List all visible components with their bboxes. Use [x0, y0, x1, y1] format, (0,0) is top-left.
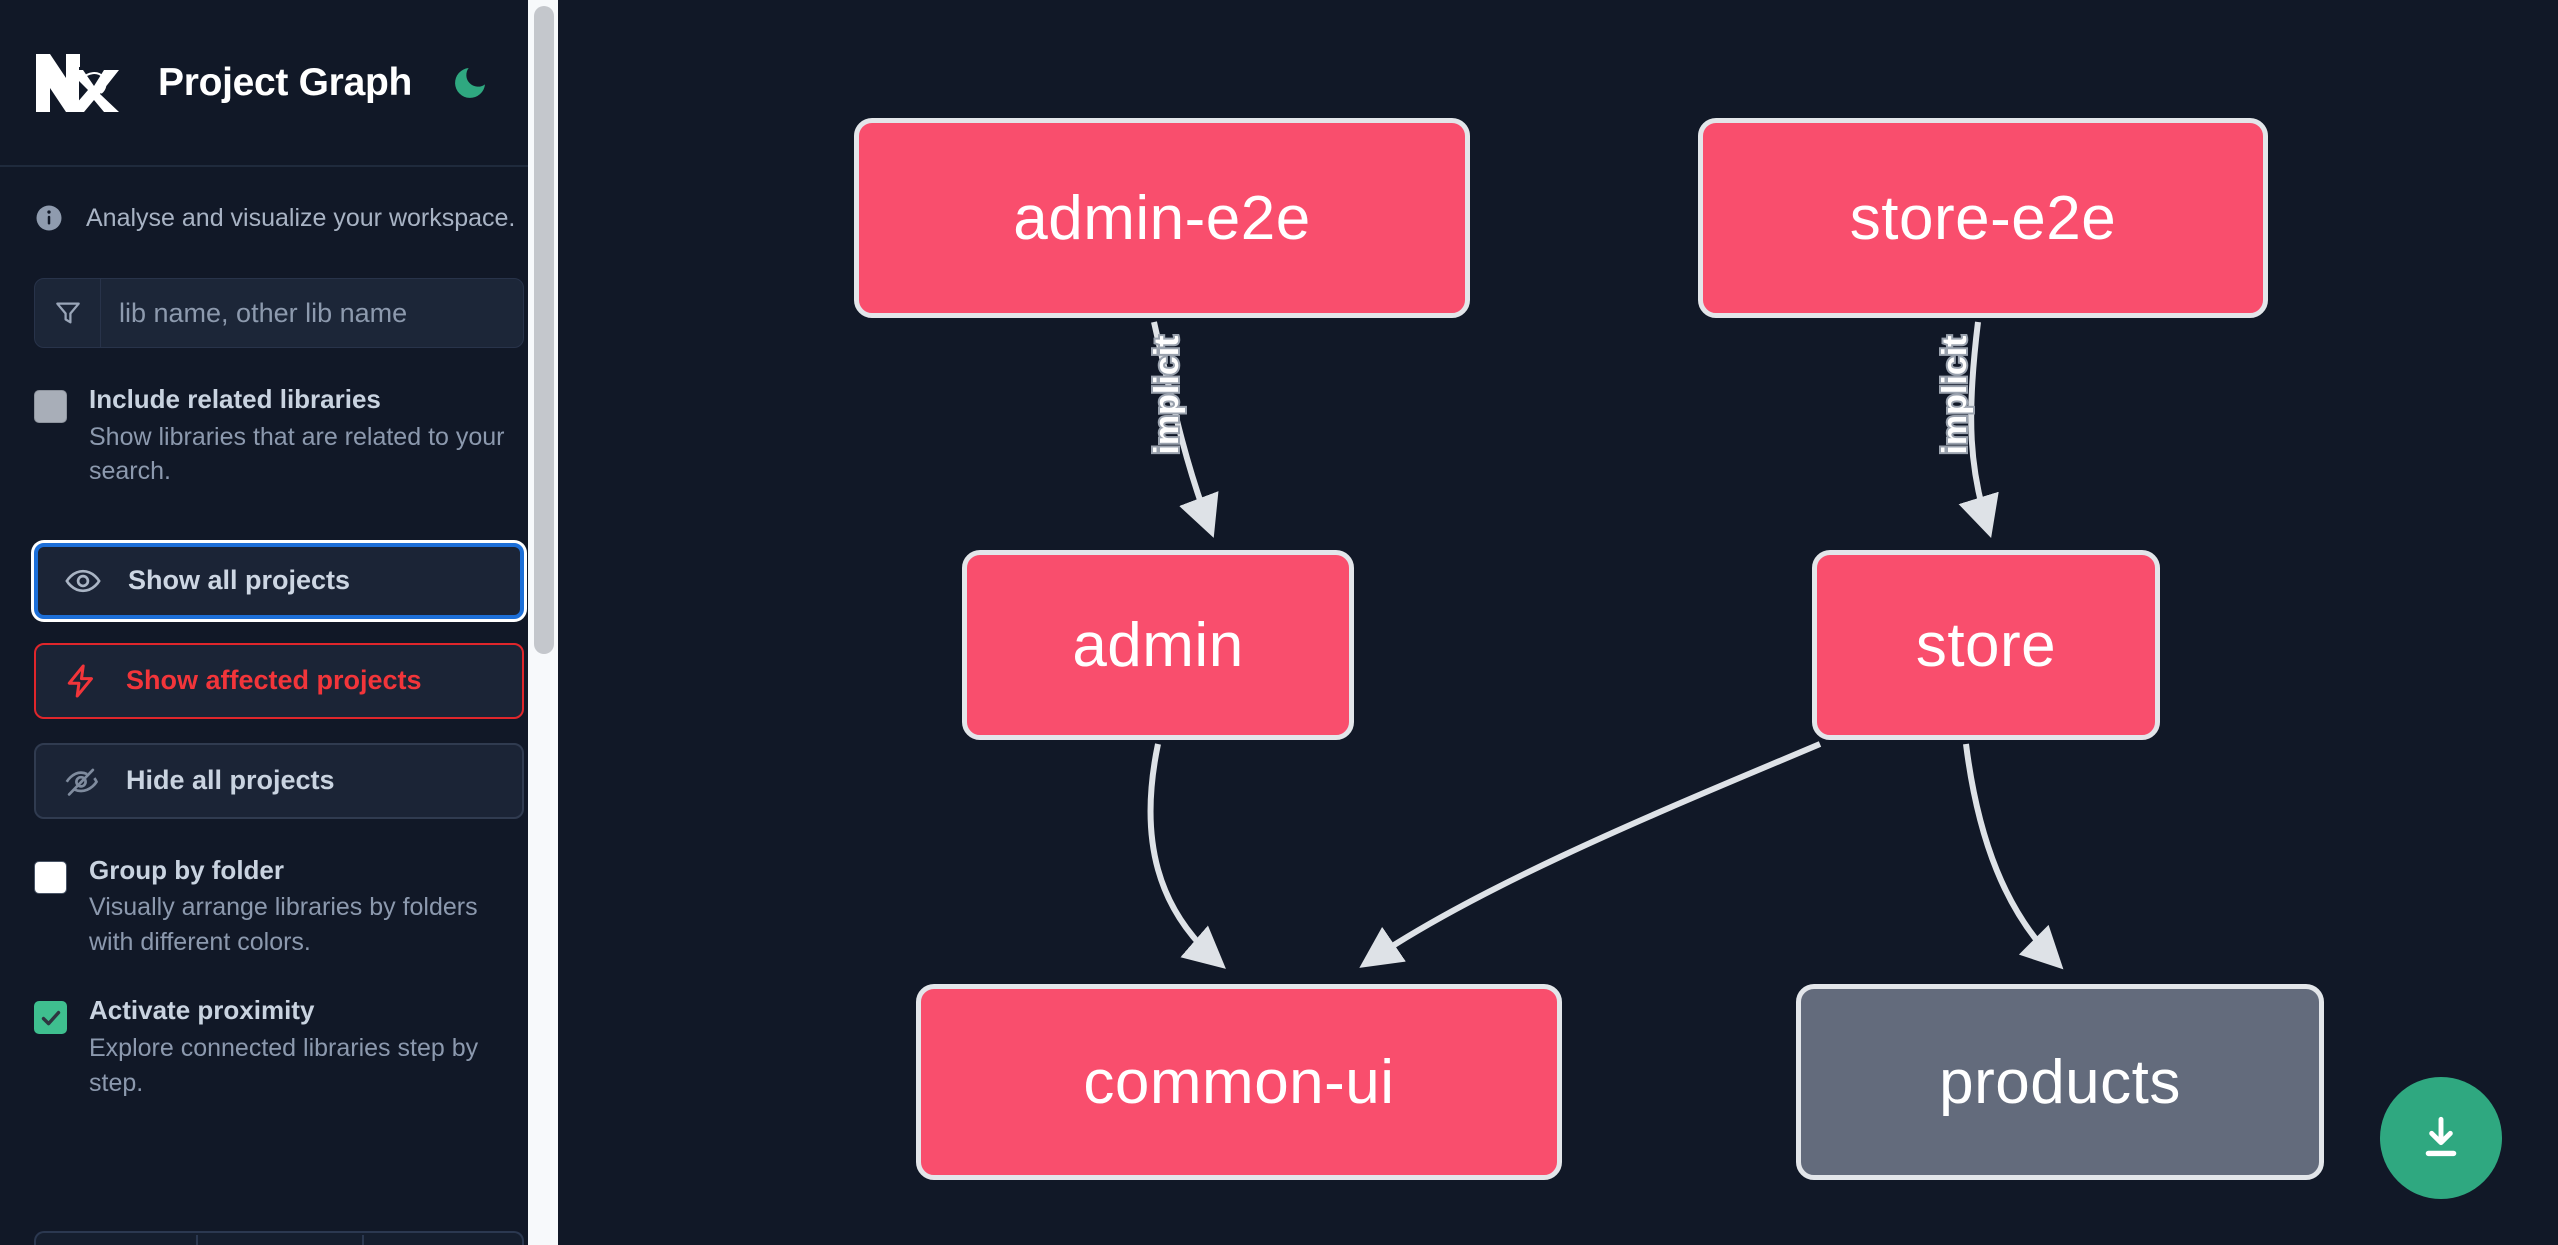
graph-node-store[interactable]: store: [1812, 550, 2160, 740]
tagline: Analyse and visualize your workspace.: [0, 167, 558, 233]
sidebar-header: Project Graph: [0, 0, 558, 167]
option-include-related-libraries[interactable]: Include related libraries Show libraries…: [0, 384, 558, 489]
option-description: Show libraries that are related to your …: [89, 422, 505, 486]
page-title: Project Graph: [158, 60, 412, 104]
funnel-filter-icon: [35, 279, 101, 347]
lightning-icon: [62, 662, 100, 700]
download-icon: [2425, 1116, 2457, 1157]
eye-icon: [64, 562, 102, 600]
sidebar: Project Graph Analyse and visualize your…: [0, 0, 558, 1245]
download-graph-button[interactable]: [2380, 1077, 2502, 1199]
edge-store-common-ui: [1359, 741, 1822, 968]
option-title: Group by folder: [89, 854, 284, 885]
include-related-libraries-checkbox[interactable]: [34, 390, 67, 423]
show-all-projects-button[interactable]: Show all projects: [34, 542, 524, 619]
show-all-projects-label: Show all projects: [128, 565, 351, 596]
edge-label-implicit-admin: implicit: [1146, 333, 1188, 456]
hide-all-projects-button[interactable]: Hide all projects: [34, 742, 524, 819]
activate-proximity-checkbox[interactable]: [34, 1001, 67, 1035]
graph-node-label: admin: [1072, 610, 1244, 680]
option-title: Include related libraries: [89, 384, 381, 414]
option-group-by-folder[interactable]: Group by folder Visually arrange librari…: [0, 855, 558, 960]
info-icon: [36, 205, 62, 231]
graph-node-store-e2e[interactable]: store-e2e: [1698, 118, 2268, 318]
edge-store-e2e-store: [1958, 321, 1999, 539]
edge-admin-common-ui: [1147, 743, 1226, 969]
nx-logo-icon: [36, 53, 119, 112]
graph-node-common-ui[interactable]: common-ui: [916, 984, 1562, 1180]
svg-text:implicit: implicit: [1936, 335, 1974, 454]
show-affected-projects-label: Show affected projects: [126, 665, 422, 696]
graph-node-label: store: [1915, 610, 2057, 680]
eye-off-icon: [62, 762, 100, 800]
graph-node-admin[interactable]: admin: [962, 550, 1354, 740]
edge-store-products: [1963, 743, 2064, 970]
graph-node-label: store-e2e: [1849, 183, 2117, 253]
graph-edges: implicit implicit: [1146, 321, 2064, 970]
show-affected-projects-button[interactable]: Show affected projects: [34, 642, 524, 719]
filter-input-wrapper: [34, 278, 524, 348]
segmented-control-peek[interactable]: [34, 1231, 524, 1245]
edge-admin-e2e-admin: [1151, 321, 1219, 538]
graph-node-label: admin-e2e: [1013, 183, 1311, 253]
sidebar-scrollbar-thumb[interactable]: [534, 6, 554, 654]
option-description: Visually arrange libraries by folders wi…: [89, 893, 478, 956]
svg-text:implicit: implicit: [1148, 335, 1186, 454]
graph-node-admin-e2e[interactable]: admin-e2e: [854, 118, 1470, 318]
checkmark-icon: [41, 1010, 60, 1026]
hide-all-projects-label: Hide all projects: [126, 765, 335, 796]
graph-node-products[interactable]: products: [1796, 984, 2324, 1180]
option-activate-proximity[interactable]: Activate proximity Explore connected lib…: [0, 995, 558, 1100]
group-by-folder-checkbox[interactable]: [34, 860, 67, 894]
graph-node-label: products: [1939, 1047, 2181, 1117]
project-visibility-buttons: Show all projects Show affected projects: [34, 542, 524, 819]
option-title: Activate proximity: [89, 995, 315, 1026]
search-input[interactable]: [101, 279, 523, 347]
graph-node-label: common-ui: [1083, 1047, 1395, 1117]
option-description: Explore connected libraries step by step…: [89, 1034, 479, 1097]
tagline-text: Analyse and visualize your workspace.: [86, 203, 516, 232]
graph-canvas[interactable]: implicit implicit admin-e2e store-e2e ad…: [558, 0, 2558, 1245]
edge-label-implicit-store: implicit: [1934, 333, 1976, 456]
moon-icon[interactable]: [448, 61, 492, 105]
sidebar-scrollbar-track[interactable]: [528, 0, 558, 1245]
